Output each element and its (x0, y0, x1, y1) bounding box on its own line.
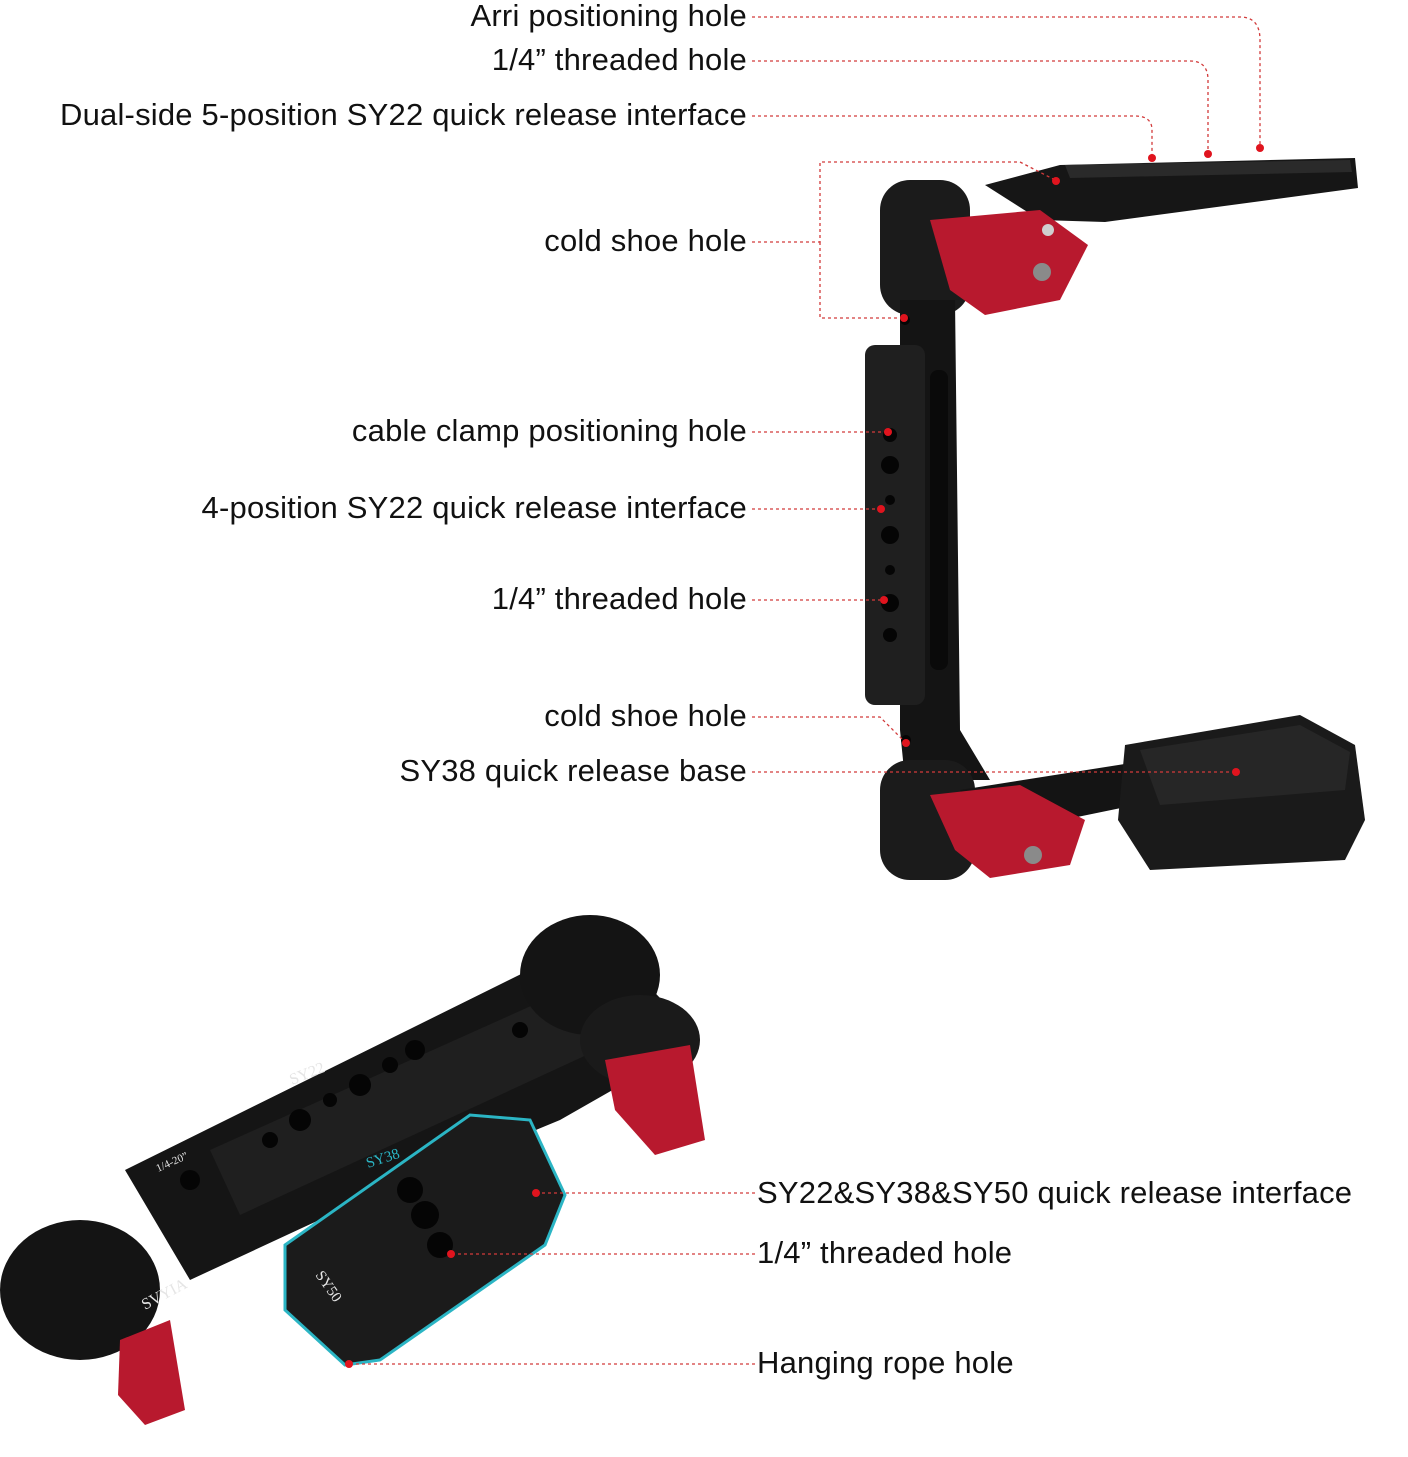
label-arri-positioning-hole: Arri positioning hole (470, 0, 747, 33)
label-dual-side-sy22-interface: Dual-side 5-position SY22 quick release … (59, 97, 747, 132)
top-bracket-photo (865, 158, 1365, 880)
bottom-leader-lines (345, 1189, 755, 1368)
label-threaded-hole-bottom: 1/4” threaded hole (757, 1235, 1013, 1270)
bottom-plate-photo (0, 915, 705, 1425)
label-cable-clamp-positioning-hole: cable clamp positioning hole (351, 413, 747, 448)
label-threaded-hole-top: 1/4” threaded hole (491, 42, 747, 77)
label-4-position-sy22-interface: 4-position SY22 quick release interface (201, 490, 747, 525)
label-sy38-quick-release-base: SY38 quick release base (399, 753, 747, 788)
label-hanging-rope-hole: Hanging rope hole (757, 1345, 1014, 1380)
top-leader-lines (752, 16, 1264, 776)
label-cold-shoe-hole-top: cold shoe hole (544, 223, 747, 258)
label-cold-shoe-hole-bottom: cold shoe hole (544, 698, 747, 733)
label-threaded-hole-middle: 1/4” threaded hole (491, 581, 747, 616)
label-sy22-sy38-sy50-interface: SY22&SY38&SY50 quick release interface (757, 1175, 1353, 1210)
